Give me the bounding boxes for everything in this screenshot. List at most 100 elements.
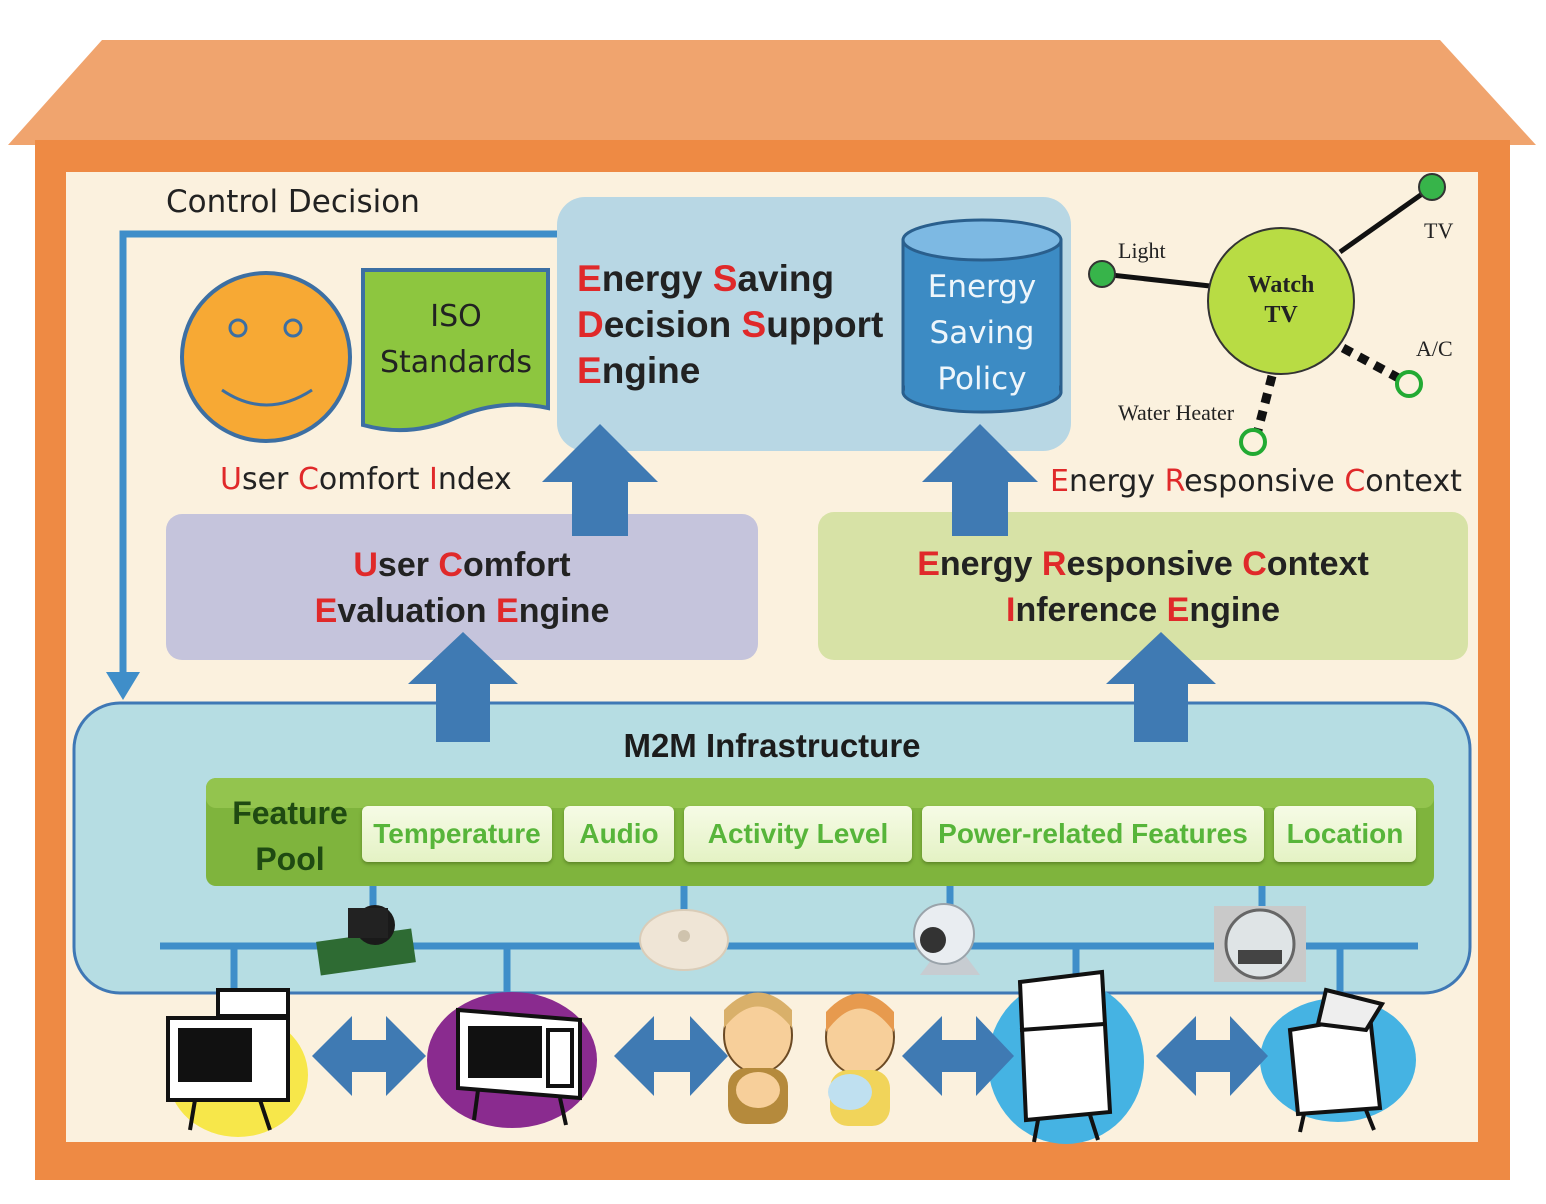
red-initial-letter: E bbox=[577, 350, 602, 391]
water-heater-node-label: Water Heater bbox=[1118, 400, 1235, 425]
arrow-up-comfort-to-decision bbox=[542, 424, 658, 536]
red-initial-letter: E bbox=[1050, 464, 1069, 499]
red-initial-letter: D bbox=[577, 304, 604, 345]
light-node-label: Light bbox=[1118, 238, 1166, 263]
arrow-up-m2m-to-comfort bbox=[408, 632, 518, 742]
context-engine-box bbox=[818, 512, 1468, 660]
text-segment: aving bbox=[737, 258, 835, 299]
power-meter-icon bbox=[1214, 906, 1306, 982]
red-initial-letter: E bbox=[314, 592, 338, 630]
watch-tv-node-label: Watch TV bbox=[1208, 270, 1354, 330]
text-segment: ontext bbox=[1266, 545, 1369, 583]
red-initial-letter: E bbox=[917, 545, 940, 583]
feature-pool-line2: Pool bbox=[255, 841, 325, 877]
red-initial-letter: I bbox=[1006, 591, 1016, 629]
red-initial-letter: S bbox=[712, 258, 738, 299]
red-initial-letter: R bbox=[1164, 464, 1185, 499]
red-initial-letter: U bbox=[220, 462, 242, 497]
control-decision-arrowhead bbox=[106, 672, 140, 700]
motion-sensor-icon bbox=[639, 909, 729, 971]
double-arrow-1 bbox=[312, 1016, 426, 1096]
text-segment: ser bbox=[241, 462, 298, 497]
context-engine-line1: Energy Responsive Context bbox=[818, 541, 1468, 587]
user-comfort-index-label: User Comfort Index bbox=[220, 462, 512, 497]
policy-line1: Energy bbox=[927, 269, 1037, 305]
context-engine-title: Energy Responsive Context Inference Engi… bbox=[818, 541, 1468, 633]
red-initial-letter: S bbox=[741, 304, 767, 345]
text-segment: esponsive bbox=[1066, 545, 1243, 583]
double-arrow-4 bbox=[1156, 1016, 1268, 1096]
control-decision-line bbox=[119, 230, 565, 680]
text-segment: omfort bbox=[318, 462, 430, 497]
iso-standards-label: ISO Standards bbox=[366, 294, 546, 386]
red-initial-letter: U bbox=[353, 546, 378, 584]
feature-temperature: Temperature bbox=[362, 806, 552, 862]
circuit-sensor-icon bbox=[316, 905, 416, 976]
fridge-icon bbox=[1017, 969, 1113, 1143]
family-icon bbox=[723, 992, 895, 1126]
red-initial-letter: R bbox=[1041, 545, 1067, 583]
arrow-up-context-to-policy bbox=[922, 424, 1038, 536]
policy-label: Energy Saving Policy bbox=[905, 264, 1059, 402]
feature-audio: Audio bbox=[564, 806, 674, 862]
text-segment: ndex bbox=[437, 462, 512, 497]
red-initial-letter: C bbox=[438, 546, 463, 584]
decision-engine-line2: Decision Support bbox=[577, 302, 883, 348]
feature-location: Location bbox=[1274, 806, 1416, 862]
red-initial-letter: C bbox=[1242, 545, 1267, 583]
decision-engine-line1: Energy Saving bbox=[577, 256, 883, 302]
text-segment: valuation bbox=[337, 592, 497, 630]
text-segment: upport bbox=[766, 304, 884, 345]
feature-pool-label: Feature Pool bbox=[222, 790, 358, 882]
tv-node-label: TV bbox=[1424, 218, 1454, 243]
control-decision-label: Control Decision bbox=[166, 184, 420, 220]
feature-power-related: Power-related Features bbox=[922, 806, 1264, 862]
red-initial-letter: E bbox=[496, 592, 519, 630]
feature-pool-line1: Feature bbox=[232, 795, 348, 831]
feature-activity-level: Activity Level bbox=[684, 806, 912, 862]
smiley-face-icon bbox=[180, 271, 352, 443]
watch-tv-line2: TV bbox=[1264, 302, 1298, 328]
double-arrow-2 bbox=[614, 1016, 728, 1096]
user-comfort-engine-title: User Comfort Evaluation Engine bbox=[166, 542, 758, 634]
text-segment: nergy bbox=[939, 545, 1042, 583]
text-segment: ser bbox=[377, 546, 439, 584]
text-segment: ngine bbox=[601, 350, 701, 391]
iso-line2: Standards bbox=[379, 345, 533, 380]
red-initial-letter: C bbox=[297, 462, 319, 497]
red-initial-letter: E bbox=[1166, 591, 1190, 629]
policy-cylinder bbox=[901, 218, 1063, 414]
context-engine-line2: Inference Engine bbox=[818, 587, 1468, 633]
text-segment: ontext bbox=[1365, 464, 1462, 499]
text-segment: esponsive bbox=[1184, 464, 1345, 499]
user-comfort-engine-box bbox=[166, 514, 758, 660]
microwave-icon bbox=[456, 1007, 582, 1126]
roof bbox=[8, 40, 1536, 145]
watch-tv-line1: Watch bbox=[1247, 272, 1315, 298]
text-segment: ngine bbox=[1189, 591, 1280, 629]
double-arrow-3 bbox=[902, 1016, 1014, 1096]
text-segment: nference bbox=[1015, 591, 1167, 629]
red-initial-letter: E bbox=[577, 258, 602, 299]
iso-line1: ISO bbox=[430, 299, 482, 334]
red-initial-letter: I bbox=[429, 462, 438, 497]
decision-engine-title: Energy Saving Decision Support Engine bbox=[577, 256, 883, 394]
feature-pool-highlight bbox=[206, 778, 1434, 808]
decision-engine-line3: Engine bbox=[577, 348, 883, 394]
text-segment: nergy bbox=[601, 258, 713, 299]
user-comfort-engine-line2: Evaluation Engine bbox=[166, 588, 758, 634]
energy-responsive-context-label: Energy Responsive Context bbox=[1050, 464, 1462, 499]
text-segment: ecision bbox=[603, 304, 742, 345]
context-graph bbox=[1088, 173, 1446, 456]
user-comfort-engine-line1: User Comfort bbox=[166, 542, 758, 588]
bidirectional-arrows bbox=[312, 1016, 1268, 1096]
text-segment: nergy bbox=[1068, 464, 1165, 499]
policy-line3: Policy bbox=[937, 361, 1027, 397]
webcam-icon bbox=[913, 903, 980, 975]
arrow-up-m2m-to-context bbox=[1106, 632, 1216, 742]
text-segment: omfort bbox=[462, 546, 571, 584]
m2m-title: M2M Infrastructure bbox=[623, 727, 921, 764]
ac-node-label: A/C bbox=[1416, 336, 1453, 361]
iso-document-icon bbox=[361, 268, 550, 433]
